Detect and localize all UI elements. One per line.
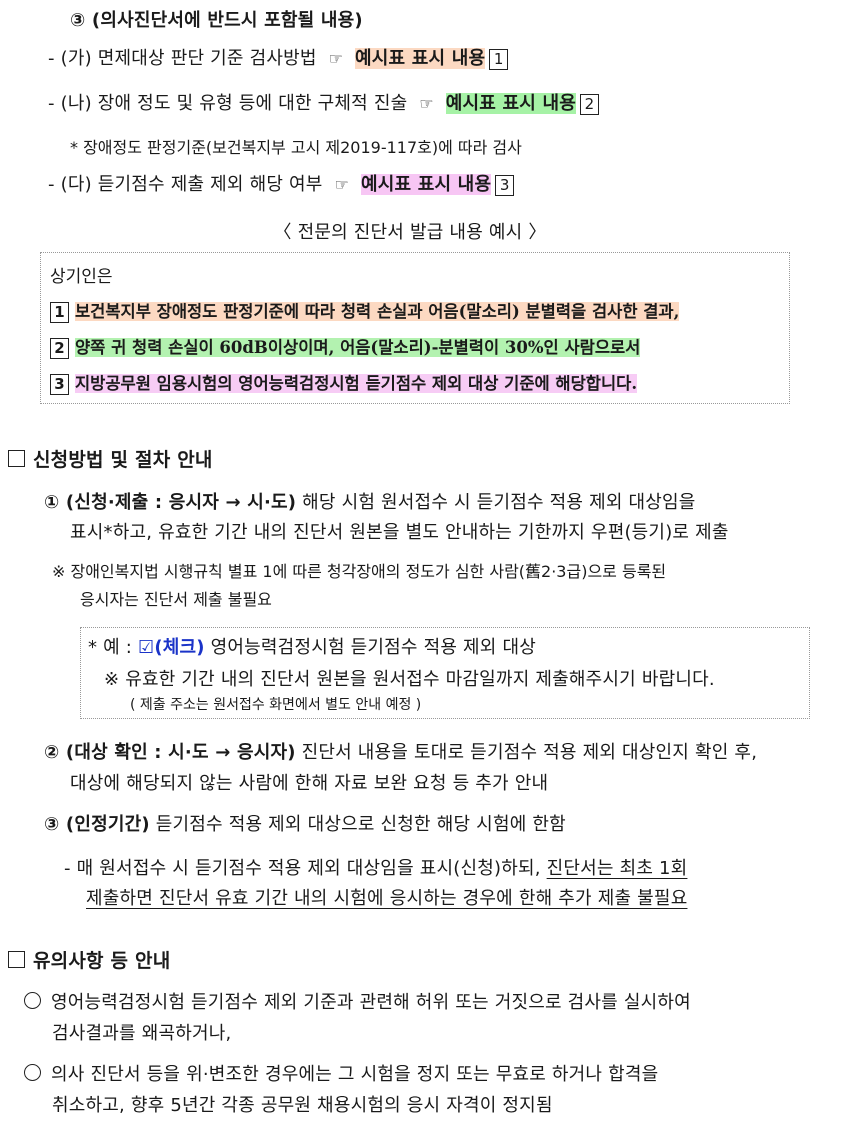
apply-step-1: ① (신청·제출 : 응시자 → 시·도) 해당 시험 원서접수 시 듣기점수 … [44, 488, 696, 514]
check-example-box [80, 627, 810, 719]
example-row-3-text: 지방공무원 임용시험의 영어능력검정시험 듣기점수 제외 대상 기준에 해당합니… [75, 374, 638, 393]
example-title: 〈 전문의 진단서 발급 내용 예시 〉 [273, 222, 547, 243]
apply-step-1-line2: 표시*하고, 유효한 기간 내의 진단서 원본을 별도 안내하는 기한까지 우편… [70, 522, 729, 543]
example-lead: 상기인은 [50, 267, 113, 287]
apply-step-3-label: ③ (인정기간) [44, 814, 150, 835]
circle-bullet-icon [24, 1064, 41, 1081]
square-bullet-icon [8, 951, 25, 968]
check-example-checkbox: ☑(체크) [138, 637, 205, 658]
apply-step-3-text: 듣기점수 적용 제외 대상으로 신청한 해당 시험에 한함 [149, 814, 566, 835]
apply-note-line1: ※ 장애인복지법 시행규칙 별표 1에 따른 청각장애의 정도가 심한 사람(舊… [52, 562, 667, 581]
example-row-3-num: 3 [50, 374, 69, 395]
example-row-1-text: 보건복지부 장애정도 판정기준에 따라 청력 손실과 어음(말소리) 분별력을 … [75, 302, 680, 321]
example-row-1: 1 보건복지부 장애정도 판정기준에 따라 청력 손실과 어음(말소리) 분별력을… [50, 298, 776, 323]
item-da-highlight: 예시표 표시 내용 [360, 174, 492, 195]
item-ga-num: 1 [489, 48, 509, 70]
circle-bullet-icon [24, 992, 41, 1009]
example-row-3: 3 지방공무원 임용시험의 영어능력검정시험 듣기점수 제외 대상 기준에 해당합… [50, 370, 638, 395]
caution-item-2: 의사 진단서 등을 위·변조한 경우에는 그 시험을 정지 또는 무효로 하거나… [24, 1060, 658, 1086]
apply-heading: 신청방법 및 절차 안내 [8, 445, 213, 472]
check-example-line3: ( 제출 주소는 원서접수 화면에서 별도 안내 예정 ) [130, 697, 422, 713]
example-row-2-text: 양쪽 귀 청력 손실이 60dB이상이며, 어음(말소리)-분별력이 30%인 … [75, 338, 641, 357]
pointing-hand-icon: ☞ [328, 49, 344, 68]
apply-heading-text: 신청방법 및 절차 안내 [33, 449, 213, 471]
check-example-prefix: * 예 : [88, 637, 138, 658]
example-row-2-num: 2 [50, 338, 69, 359]
item-na: - (나) 장애 정도 및 유형 등에 대한 구체적 진술 ☞ 예시표 표시 내… [48, 89, 600, 115]
section-3-title: ③ (의사진단서에 반드시 포함될 내용) [70, 10, 363, 31]
apply-step-1-text: 해당 시험 원서접수 시 듣기점수 적용 제외 대상임을 [296, 492, 696, 513]
example-row-1-num: 1 [50, 302, 69, 323]
item-da-num: 3 [495, 174, 515, 196]
apply-step-2-line2: 대상에 해당되지 않는 사람에 한해 자료 보완 요청 등 추가 안내 [70, 773, 549, 794]
example-row-2: 2 양쪽 귀 청력 손실이 60dB이상이며, 어음(말소리)-분별력이 30%인… [50, 334, 641, 359]
apply-step-1-label: ① (신청·제출 : 응시자 → 시·도) [44, 492, 297, 513]
check-example-line1: * 예 : ☑(체크) 영어능력검정시험 듣기점수 적용 제외 대상 [88, 633, 536, 659]
apply-step-3: ③ (인정기간) 듣기점수 적용 제외 대상으로 신청한 해당 시험에 한함 [44, 810, 566, 836]
apply-step-2-text: 진단서 내용을 토대로 듣기점수 적용 제외 대상인지 확인 후, [295, 742, 758, 763]
example-box [40, 252, 790, 404]
apply-step-2-label: ② (대상 확인 : 시·도 → 응시자) [44, 742, 296, 763]
apply-dash-underline-1: 진단서는 최초 1회 [546, 858, 688, 879]
item-note: * 장애정도 판정기준(보건복지부 고시 제2019-117호)에 따라 검사 [70, 138, 522, 157]
item-ga-text: - (가) 면제대상 판단 기준 검사방법 [48, 48, 317, 69]
caution-heading-text: 유의사항 등 안내 [33, 950, 171, 972]
caution-item-1: 영어능력검정시험 듣기점수 제외 기준과 관련해 허위 또는 거짓으로 검사를 … [24, 988, 691, 1014]
item-da-text: - (다) 듣기점수 제출 제외 해당 여부 [48, 174, 323, 195]
pointing-hand-icon: ☞ [419, 94, 434, 113]
apply-note-line2: 응시자는 진단서 제출 불필요 [80, 590, 272, 609]
item-na-highlight: 예시표 표시 내용 [445, 93, 577, 114]
item-ga-highlight: 예시표 표시 내용 [355, 48, 486, 69]
caution-item-2-text: 의사 진단서 등을 위·변조한 경우에는 그 시험을 정지 또는 무효로 하거나… [51, 1064, 659, 1085]
apply-step-2: ② (대상 확인 : 시·도 → 응시자) 진단서 내용을 토대로 듣기점수 적… [44, 738, 757, 764]
caution-item-1-text: 영어능력검정시험 듣기점수 제외 기준과 관련해 허위 또는 거짓으로 검사를 … [51, 992, 691, 1013]
apply-dash-underline-2: 제출하면 진단서 유효 기간 내의 시험에 응시하는 경우에 한해 추가 제출 … [86, 888, 688, 909]
check-example-rest: 영어능력검정시험 듣기점수 적용 제외 대상 [204, 637, 537, 658]
caution-item-1-line2: 검사결과를 왜곡하거나, [52, 1023, 232, 1044]
apply-dash-text: - 매 원서접수 시 듣기점수 적용 제외 대상임을 표시(신청)하되, [64, 858, 547, 879]
item-na-num: 2 [580, 93, 600, 115]
caution-heading: 유의사항 등 안내 [8, 946, 170, 973]
pointing-hand-icon: ☞ [334, 175, 350, 194]
item-na-text: - (나) 장애 정도 및 유형 등에 대한 구체적 진술 [48, 93, 408, 114]
caution-item-2-line2: 취소하고, 향후 5년간 각종 공무원 채용시험의 응시 자격이 정지됨 [52, 1095, 553, 1116]
check-example-line2: ※ 유효한 기간 내의 진단서 원본을 원서접수 마감일까지 제출해주시기 바랍… [104, 669, 715, 690]
apply-dash-line1: - 매 원서접수 시 듣기점수 적용 제외 대상임을 표시(신청)하되, 진단서… [64, 854, 687, 880]
square-bullet-icon [8, 450, 25, 467]
